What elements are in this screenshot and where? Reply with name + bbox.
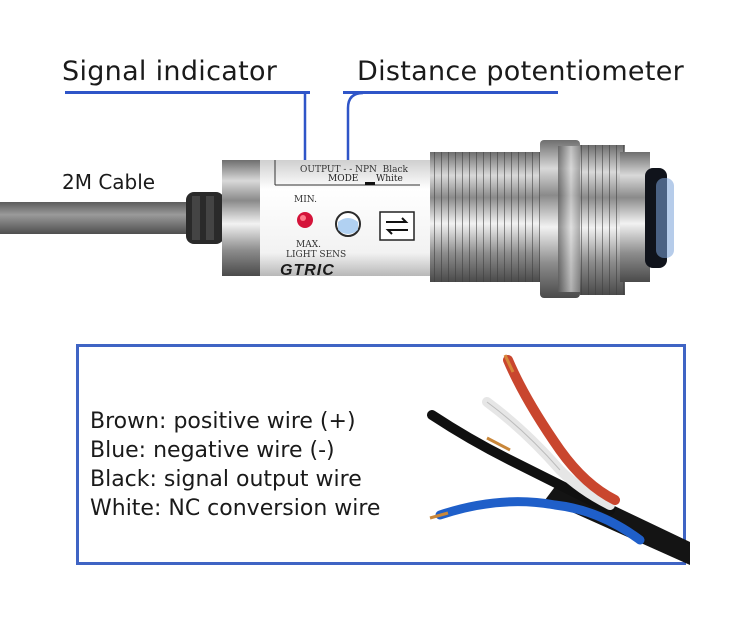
signal-indicator-label: Signal indicator bbox=[62, 56, 278, 87]
photoelectric-sensor-image: OUTPUT - - NPN Black MODE White MIN. MAX… bbox=[0, 91, 674, 298]
light-sens-text: LIGHT SENS bbox=[286, 250, 346, 260]
signal-indicator-underline bbox=[65, 91, 310, 94]
brown-wire-text: Brown: positive wire (+) bbox=[90, 409, 356, 434]
black-wire bbox=[427, 410, 615, 515]
black-wire-text: Black: signal output wire bbox=[90, 467, 362, 492]
wire-legend-box bbox=[76, 344, 686, 565]
brown-wire bbox=[503, 355, 620, 505]
min-text: MIN. bbox=[294, 195, 317, 205]
white-wire-text: White: NC conversion wire bbox=[90, 496, 381, 521]
white-text: White bbox=[376, 174, 403, 184]
wire-legend: Brown: positive wire (+) Blue: negative … bbox=[90, 407, 380, 523]
cable bbox=[0, 202, 200, 234]
distance-potentiometer-underline bbox=[343, 91, 558, 94]
mode-text: MODE bbox=[328, 174, 358, 184]
blue-wire-text: Blue: negative wire (-) bbox=[90, 438, 335, 463]
mode-switch-icon[interactable] bbox=[379, 211, 415, 241]
brand-logo: GTRIC bbox=[280, 262, 335, 279]
distance-potentiometer-label: Distance potentiometer bbox=[357, 56, 685, 87]
blue-wire bbox=[435, 497, 645, 545]
svg-text:OUTPUT - - NPN Black: OUTPUT - - NPN Black bbox=[300, 165, 409, 175]
max-text: MAX. bbox=[296, 240, 321, 250]
cable-length-label: 2M Cable bbox=[62, 170, 156, 194]
